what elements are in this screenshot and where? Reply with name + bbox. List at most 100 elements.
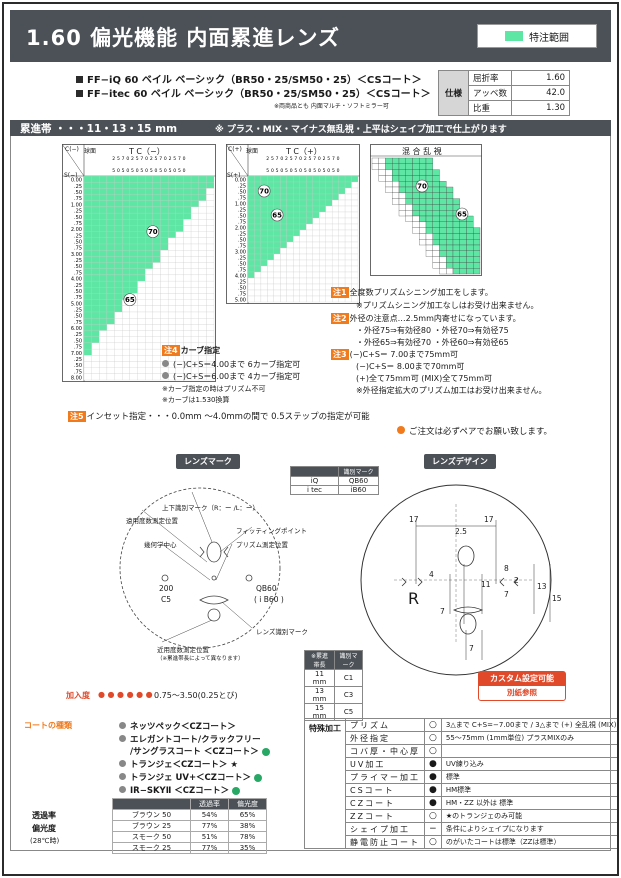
grid-cell [299,181,307,189]
grid-cell [439,244,447,251]
grid-cell [83,268,92,276]
grid-cell [122,280,131,288]
grid-cell [439,262,447,269]
grid-cell [273,229,281,237]
grid-cell [439,186,447,193]
grid-cell [344,253,352,261]
grid-cell [175,311,184,319]
grid-cell [267,223,275,231]
corridor-lengths: 累進帯 ・・・11・13・15 mm [20,122,178,135]
grid-cell [114,311,123,319]
grid-cell [293,277,300,285]
grid-cell [432,169,440,176]
grid-cell [260,289,268,297]
grid-cell [198,305,207,313]
grid-cell [206,219,215,226]
grid-cell [260,205,268,213]
grid-cell [175,206,184,214]
dim-2: 2 [514,576,519,585]
grid-cell [273,223,281,231]
grid-cell [114,194,123,201]
add-mark-sub: C5 [161,595,172,604]
corner-diagonal [226,144,249,177]
grid-cell [280,265,287,273]
grid-cell [312,289,320,297]
grid-cell [446,215,454,222]
grid-cell [446,198,454,205]
grid-cell [325,175,333,183]
mixed-title: 混 合 乱 視 [402,147,442,156]
grid-cell [190,225,199,232]
grid-cell [137,280,146,288]
grid-cell [439,215,447,222]
grid-cell [190,287,199,294]
grid-cell [114,237,123,245]
grid-cell [425,221,433,228]
grid-cell [267,265,275,273]
grid-cell [331,241,339,249]
grid-cell [299,289,307,297]
grid-cell [137,231,146,238]
grid-cell [293,259,300,267]
zone-70-marker [257,184,271,198]
grid-cell [280,259,287,267]
grid-cell [319,265,326,273]
note-4-line1: (−)C+S＝4.00まで 6カーブ指定可 [162,359,300,370]
grid-cell [273,193,281,201]
grid-cell [83,324,92,331]
grid-cell [99,373,108,381]
add-power-dots: ● ● ● ● ● ● [98,690,153,699]
grid-cell [299,229,307,237]
grid-cell [466,221,474,228]
grid-cell [338,187,346,195]
grid-cell [145,262,153,269]
grid-cell [198,175,207,183]
spec-value: 1.30 [511,100,571,116]
grid-cell [312,211,320,219]
grid-cell [293,199,300,207]
grid-cell [145,287,153,294]
grid-cell [325,265,333,273]
grid-cell [145,175,153,183]
grid-cell [190,237,199,245]
grid-cell [99,287,108,294]
grid-cell [254,223,262,231]
grid-cell [167,305,176,313]
grid-cell [260,229,268,237]
grid-cell [152,262,161,269]
grid-cell [306,229,313,237]
grid-cell [466,233,474,240]
grid-cell [398,204,406,211]
grid-cell [122,318,131,325]
grid-cell [273,265,281,273]
grid-cell [160,280,169,288]
grid-cell [412,221,420,228]
grid-cell [286,259,294,267]
grid-cell [99,305,108,313]
grid-cell [183,188,192,195]
grid-cell [319,241,326,249]
grid-cell [299,277,307,285]
grid-cell [129,367,138,374]
grid-cell [160,237,169,245]
grid-cell [91,336,100,344]
grid-cell [331,277,339,285]
s-label: .75 [238,244,246,250]
s-label: 1.00 [71,202,82,208]
grid-cell [129,355,138,362]
grid-cell [175,212,184,220]
grid-cell [145,182,153,189]
grid-cell [99,243,108,251]
grid-cell [351,199,359,207]
grid-cell [392,169,400,176]
grid-cell [91,367,100,374]
grid-cell [247,181,255,189]
grid-cell [286,181,294,189]
grid-cell [432,239,440,246]
grid-cell [99,256,108,263]
grid-cell [432,256,440,263]
grid-cell [145,299,153,306]
grid-cell [247,253,255,261]
grid-cell [344,265,352,273]
grid-cell [122,200,131,208]
